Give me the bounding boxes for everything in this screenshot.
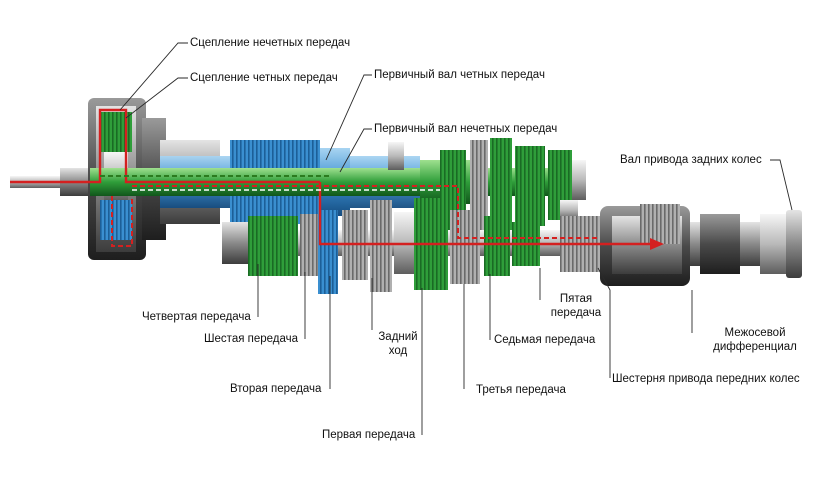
label-fifth-line2: передача — [550, 307, 602, 319]
label-center-diff-line1: Межосевой — [724, 327, 786, 339]
label-reverse-line1: Задний — [378, 331, 418, 343]
label-sixth-gear: Шестая передача — [204, 333, 299, 345]
label-reverse: Задний ход — [376, 330, 420, 358]
label-third-gear: Третья передача — [476, 384, 566, 396]
label-first-gear: Первая передача — [322, 429, 416, 441]
leader-lines — [119, 42, 793, 435]
label-center-diff: Межосевой дифференциал — [700, 326, 810, 354]
label-second-gear: Вторая передача — [230, 383, 322, 395]
label-odd-clutch: Сцепление нечетных передач — [190, 37, 351, 49]
label-reverse-line2: ход — [388, 345, 408, 357]
power-flow-lines — [10, 108, 664, 250]
label-center-diff-line2: дифференциал — [713, 341, 797, 353]
label-fourth-gear: Четвертая передача — [142, 311, 251, 323]
label-fifth-gear: Пятая передача — [546, 292, 606, 320]
label-front-drive-gear: Шестерня привода передних колес — [612, 373, 800, 385]
label-rear-drive-shaft: Вал привода задних колес — [620, 154, 762, 166]
label-even-clutch: Сцепление четных передач — [190, 72, 338, 84]
label-even-input-shaft: Первичный вал четных передач — [374, 69, 545, 81]
rear-drive-flange — [760, 210, 802, 278]
label-fifth-line1: Пятая — [559, 293, 593, 305]
label-seventh-gear: Седьмая передача — [494, 334, 596, 346]
label-odd-input-shaft: Первичный вал нечетных передач — [374, 123, 558, 135]
